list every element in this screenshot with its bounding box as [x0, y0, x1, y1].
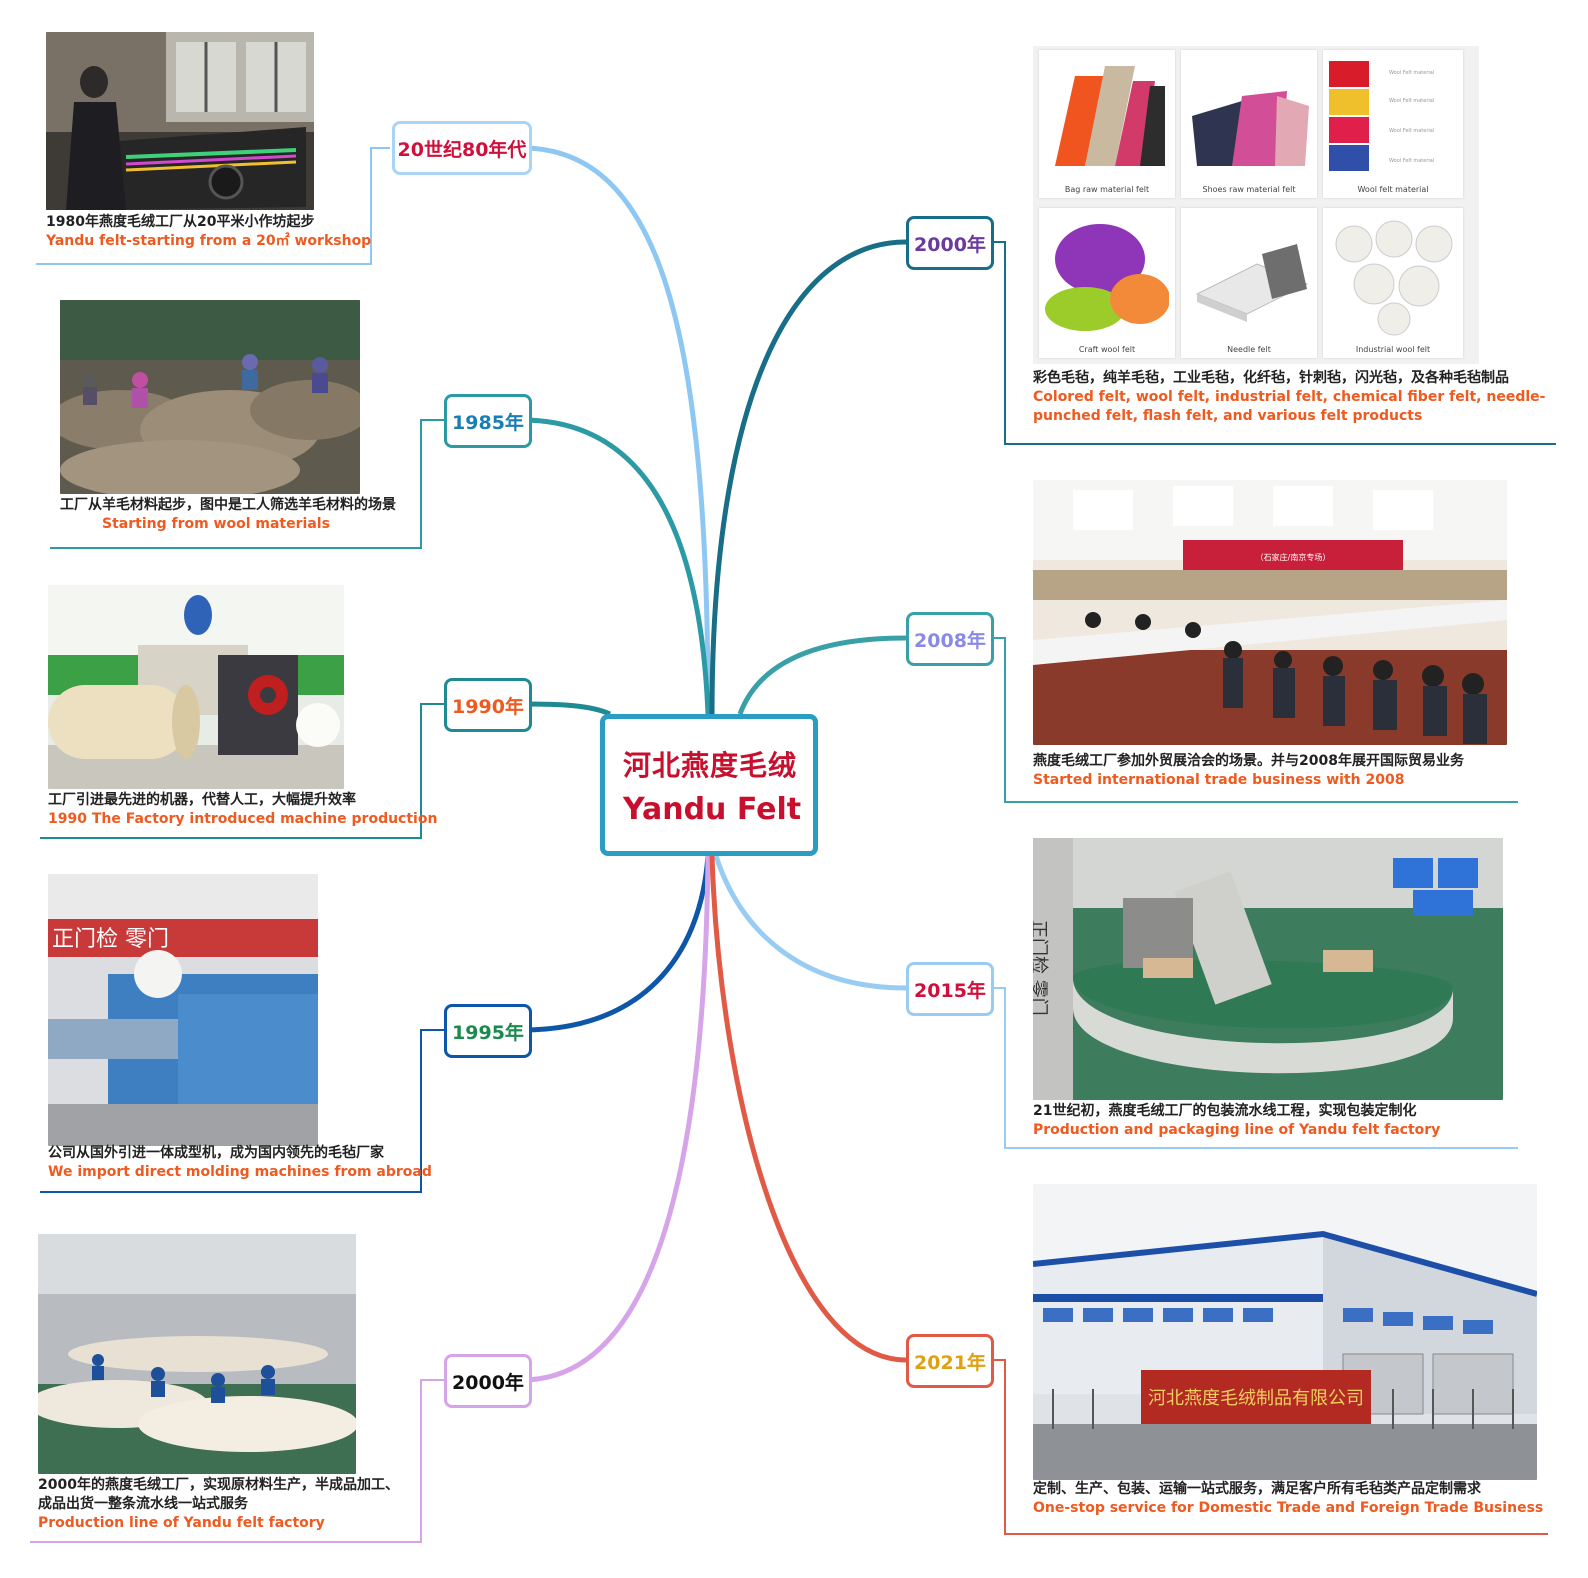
company-sign: 河北燕度毛绒制品有限公司 — [1148, 1388, 1364, 1409]
caption-2021-en: One-stop service for Domestic Trade and … — [1033, 1500, 1544, 1516]
product-label-1: Bag raw material felt — [1064, 185, 1150, 194]
caption-2015-en: Production and packaging line of Yandu f… — [1033, 1122, 1441, 1138]
photo-2008-trade-fair: （石家庄/南京专场） — [1033, 480, 1507, 745]
connector-2000-right — [709, 239, 907, 715]
bracket-1990 — [40, 703, 444, 839]
swatch-text-2: Wool Felt material — [1389, 98, 1434, 104]
photo-2000-production-line — [38, 1234, 356, 1474]
product-thumb-6: Industrial wool felt — [1323, 208, 1463, 358]
photo-1990-machine — [48, 585, 344, 789]
bracket-1980s — [36, 147, 390, 265]
caption-2008-zh: 燕度毛绒工厂参加外贸展洽会的场景。并与2008年展开国际贸易业务 — [1033, 753, 1464, 769]
connector-1985 — [521, 417, 711, 715]
caption-2000-left-en: Production line of Yandu felt factory — [38, 1515, 325, 1531]
product-thumb-4: Craft wool felt — [1039, 208, 1175, 358]
node-2015[interactable]: 2015年 — [906, 962, 994, 1016]
bracket-2015 — [986, 987, 1518, 1149]
photo-2015-packaging-line: 正门检 零门 — [1033, 838, 1503, 1100]
product-label-6: Industrial wool felt — [1355, 345, 1431, 354]
center-title-zh: 河北燕度毛绒 — [623, 748, 798, 782]
product-grid: Bag raw material felt Shoes raw material… — [1033, 46, 1479, 364]
caption-1980s-en: Yandu felt-starting from a 20㎡ workshop — [46, 233, 372, 249]
bracket-2008 — [986, 637, 1518, 803]
wall-text-1995: 正门检 零门 — [52, 927, 169, 952]
center-title-en: Yandu Felt — [623, 791, 802, 827]
caption-1995-en: We import direct molding machines from a… — [48, 1164, 432, 1180]
banner-text-2008: （石家庄/南京专场） — [1256, 552, 1331, 562]
product-label-4: Craft wool felt — [1078, 345, 1136, 354]
caption-1980s-zh: 1980年燕度毛绒工厂从20平米小作坊起步 — [46, 214, 315, 230]
node-2000-left[interactable]: 2000年 — [444, 1354, 532, 1408]
node-2000-right[interactable]: 2000年 — [906, 216, 994, 270]
photo-2021-factory-building: 河北燕度毛绒制品有限公司 — [1033, 1184, 1537, 1480]
product-thumb-3: Wool Felt material Wool Felt material Wo… — [1323, 50, 1463, 198]
product-label-3: Wool felt material — [1357, 185, 1429, 194]
caption-1995: 公司从国外引进一体成型机，成为国内领先的毛毡厂家 We import direc… — [48, 1144, 432, 1182]
bracket-1985 — [50, 419, 444, 549]
node-1980s[interactable]: 20世纪80年代 — [392, 121, 532, 175]
caption-2021-zh: 定制、生产、包装、运输一站式服务，满足客户所有毛毡类产品定制需求 — [1033, 1481, 1481, 1497]
caption-2008-en: Started international trade business wit… — [1033, 772, 1405, 788]
swatch-text-4: Wool Felt material — [1389, 158, 1434, 164]
caption-2000-right-en: Colored felt, wool felt, industrial felt… — [1033, 389, 1546, 424]
bracket-2000-left — [30, 1379, 444, 1543]
connector-1995 — [521, 855, 711, 1033]
connector-2015 — [713, 855, 907, 991]
bracket-1995 — [40, 1029, 444, 1193]
connector-2008 — [737, 635, 907, 715]
caption-1985-en: Starting from wool materials — [102, 516, 330, 532]
caption-2015-zh: 21世纪初，燕度毛绒工厂的包装流水线工程，实现包装定制化 — [1033, 1103, 1417, 1119]
caption-2015: 21世纪初，燕度毛绒工厂的包装流水线工程，实现包装定制化 Production … — [1033, 1102, 1440, 1140]
product-label-2: Shoes raw material felt — [1202, 185, 1296, 194]
photo-1980s-workshop — [46, 32, 314, 210]
caption-2000-right-zh: 彩色毛毡，纯羊毛毡，工业毛毡，化纤毡，针刺毡，闪光毡，及各种毛毡制品 — [1033, 370, 1509, 386]
caption-2021: 定制、生产、包装、运输一站式服务，满足客户所有毛毡类产品定制需求 One-sto… — [1033, 1480, 1543, 1518]
product-thumb-5: Needle felt — [1181, 208, 1317, 358]
caption-1985-zh: 工厂从羊毛材料起步，图中是工人筛选羊毛材料的场景 — [60, 497, 396, 513]
central-topic[interactable]: 河北燕度毛绒 Yandu Felt — [600, 714, 818, 856]
bracket-2000-right — [986, 241, 1556, 445]
swatch-text-3: Wool Felt material — [1389, 128, 1434, 134]
node-2021[interactable]: 2021年 — [906, 1334, 994, 1388]
product-thumb-1: Bag raw material felt — [1039, 50, 1175, 198]
caption-1990-zh: 工厂引进最先进的机器，代替人工，大幅提升效率 — [48, 792, 356, 808]
caption-2008: 燕度毛绒工厂参加外贸展洽会的场景。并与2008年展开国际贸易业务 Started… — [1033, 752, 1464, 790]
caption-1980s: 1980年燕度毛绒工厂从20平米小作坊起步 Yandu felt-startin… — [46, 213, 371, 251]
photo-1985-wool-sorting — [60, 300, 360, 494]
wall-text-2015: 正门检 零门 — [1033, 920, 1049, 1016]
node-1995[interactable]: 1995年 — [444, 1004, 532, 1058]
product-thumb-2: Shoes raw material felt — [1181, 50, 1317, 198]
caption-1990-en: 1990 The Factory introduced machine prod… — [48, 811, 438, 827]
connector-2000-left — [521, 855, 711, 1383]
node-1990[interactable]: 1990年 — [444, 678, 532, 732]
caption-2000-right: 彩色毛毡，纯羊毛毡，工业毛毡，化纤毡，针刺毡，闪光毡，及各种毛毡制品 Color… — [1033, 369, 1563, 426]
swatch-text-1: Wool Felt material — [1389, 70, 1434, 76]
node-2008[interactable]: 2008年 — [906, 612, 994, 666]
connector-1990 — [521, 701, 612, 717]
connector-2021 — [709, 855, 907, 1363]
product-label-5: Needle felt — [1227, 345, 1271, 354]
caption-1985: 工厂从羊毛材料起步，图中是工人筛选羊毛材料的场景 Starting from w… — [60, 496, 396, 534]
caption-1995-zh: 公司从国外引进一体成型机，成为国内领先的毛毡厂家 — [48, 1145, 384, 1161]
node-1985[interactable]: 1985年 — [444, 394, 532, 448]
bracket-2021 — [986, 1359, 1548, 1535]
connector-1980s — [521, 145, 711, 715]
caption-1990: 工厂引进最先进的机器，代替人工，大幅提升效率 1990 The Factory … — [48, 791, 437, 829]
photo-1995-molding-machine: 正门检 零门 — [48, 874, 318, 1146]
caption-2000-left-zh: 2000年的燕度毛绒工厂，实现原材料生产，半成品加工、成品出货一整条流水线一站式… — [38, 1477, 399, 1512]
caption-2000-left: 2000年的燕度毛绒工厂，实现原材料生产，半成品加工、成品出货一整条流水线一站式… — [38, 1476, 408, 1533]
